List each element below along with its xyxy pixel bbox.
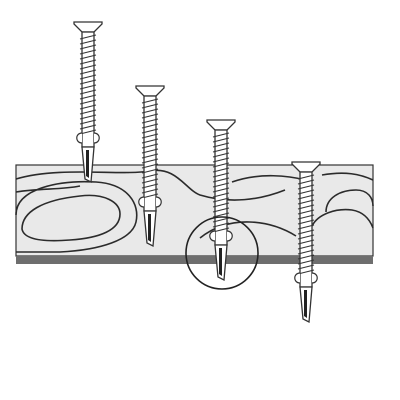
screw-wing-right: [93, 132, 100, 144]
screw-shaft: [143, 95, 157, 212]
screw-thread: [297, 174, 315, 275]
drill-flute: [148, 214, 151, 242]
screw-head: [73, 21, 103, 33]
screw-sequence: [73, 21, 321, 324]
screw-thread: [212, 132, 230, 233]
screw-head: [206, 119, 236, 131]
drill-flute: [219, 248, 222, 276]
screw-wing-left: [294, 272, 301, 284]
screw-fastened: [291, 161, 321, 324]
wood-board: [15, 164, 374, 257]
drill-flute: [86, 150, 89, 178]
drill-flute: [304, 290, 307, 318]
screw-shaft: [81, 31, 95, 148]
screw-head: [135, 85, 165, 97]
screw-wing-left: [209, 230, 216, 242]
screw-thread: [79, 34, 97, 135]
wood-board-body: [15, 164, 374, 257]
detail-highlight-circle: [185, 216, 259, 290]
wood-grain: [15, 169, 374, 253]
screw-shaft: [299, 171, 313, 288]
screw-approach: [73, 21, 103, 184]
screw-thread: [141, 98, 159, 199]
screw-wing-left: [138, 196, 145, 208]
metal-sheet: [16, 256, 373, 264]
screw-wing-right: [226, 230, 233, 242]
screw-shaft: [214, 129, 228, 246]
screw-wings-break: [206, 119, 236, 282]
screw-wing-right: [311, 272, 318, 284]
screw-wing-right: [155, 196, 162, 208]
screw-wing-left: [76, 132, 83, 144]
screw-drilling: [135, 85, 165, 248]
